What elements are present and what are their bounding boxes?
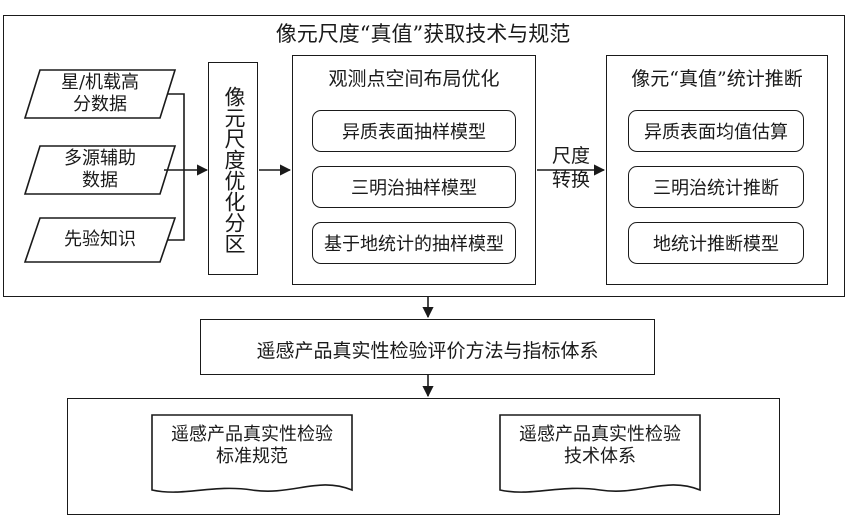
stats-item-heterogeneous-mean: 异质表面均值估算 [628,110,804,152]
stats-item-sandwich: 三明治统计推断 [628,166,804,208]
document-standard: 遥感产品真实性检验 标准规范 [171,424,333,467]
scale-transform-label: 尺度 转换 [551,145,590,191]
layout-panel-title: 观测点空间布局优化 [328,68,500,90]
input-auxiliary-data: 多源辅助 数据 [64,148,136,191]
document-shape-standard [151,414,353,493]
stats-item-geostatistics: 地统计推断模型 [628,222,804,264]
input-shape-hires-data [23,69,177,119]
stats-panel-title: 像元“真值”统计推断 [631,68,803,90]
zoning-box [208,62,258,275]
layout-item-heterogeneous: 异质表面抽样模型 [312,110,516,152]
frame-title: 像元尺度“真值”获取技术与规范 [275,22,571,46]
layout-item-sandwich: 三明治抽样模型 [312,166,516,208]
document-shape-technical [499,414,701,493]
true-value-frame [3,15,845,297]
document-technical: 遥感产品真实性检验 技术体系 [519,424,681,467]
output-frame [67,398,780,515]
input-shape-prior-knowledge [23,217,177,263]
input-hires-data: 星/机载高 分数据 [60,72,140,115]
input-bracket-connector [164,93,185,241]
evaluation-method-label: 遥感产品真实性检验评价方法与指标体系 [256,340,599,362]
input-shape-auxiliary-data [23,145,177,195]
evaluation-method-box [200,319,655,375]
layout-item-geostatistics: 基于地统计的抽样模型 [312,222,516,264]
zoning-label: 像元尺度优化分区 [222,86,246,254]
input-prior-knowledge: 先验知识 [64,229,136,250]
